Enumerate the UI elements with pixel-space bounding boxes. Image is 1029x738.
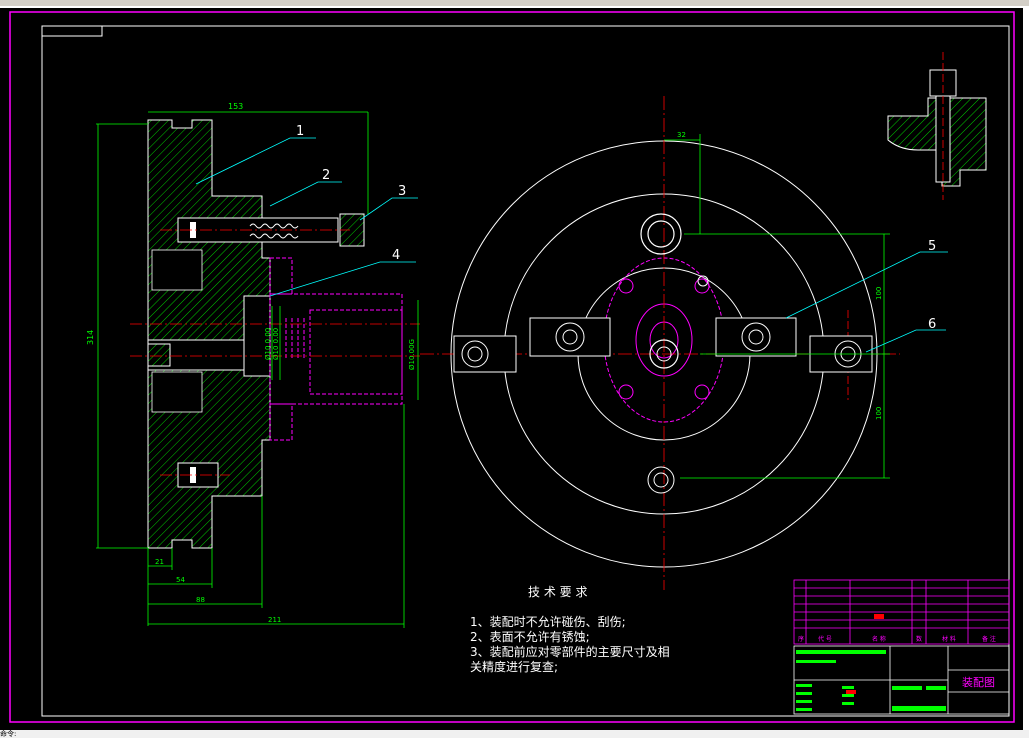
spindle-head [147, 343, 171, 367]
top-hole-inner [647, 220, 675, 248]
bolt-head-marker-lower [190, 467, 196, 483]
plan-view: 32 100 100 5 6 [420, 96, 948, 590]
title-block-fills [796, 650, 946, 711]
dim-21: 21 [155, 558, 164, 566]
bore-upper [151, 249, 203, 291]
dim-phi-b: Ø10 0.00 [272, 328, 280, 360]
bottom-hole-inner [653, 472, 669, 488]
window-toolbar [0, 0, 1029, 6]
tech-req-item-2: 2、表面不允许有锈蚀; [470, 629, 590, 644]
dim-32: 32 [677, 131, 686, 139]
tech-requirements: 技 术 要 求 1、装配时不允许碰伤、刮伤; 2、表面不允许有锈蚀; 3、装配前… [470, 585, 670, 674]
tech-req-title: 技 术 要 求 [528, 585, 587, 599]
header-note: 备 注 [982, 635, 996, 643]
header-seq: 序 [798, 635, 804, 643]
bolt-head-marker [190, 222, 196, 238]
tech-req-item-3: 3、装配前应对零部件的主要尺寸及相 [470, 644, 670, 659]
dim-211: 211 [268, 616, 281, 624]
header-material: 材 料 [942, 635, 956, 643]
status-text: 命令: [0, 730, 17, 738]
cad-viewport[interactable]: 153 314 21 54 88 211 Ø10 0.00 Ø10 0.00 Ø… [0, 6, 1029, 730]
tech-req-item-1: 1、装配时不允许碰伤、刮伤; [470, 614, 626, 629]
spring [249, 223, 299, 239]
balloon-1[interactable]: 1 [296, 124, 304, 139]
detail-view [887, 52, 987, 200]
top-hole-outer [640, 213, 682, 255]
status-bar: 命令: [0, 730, 1029, 738]
clamp-block [243, 295, 271, 377]
header-qty: 数 [916, 635, 922, 643]
dim-100-bottom: 100 [875, 407, 883, 420]
bottom-hole-outer [647, 466, 675, 494]
sheet-outer-border [9, 11, 1015, 723]
bore-lower [151, 371, 203, 413]
leaders-left [195, 137, 418, 297]
workpiece-hidden [269, 257, 403, 441]
sheet-corner-tab [41, 25, 103, 37]
dim-88: 88 [196, 596, 205, 604]
dimension-lines [96, 111, 419, 628]
parts-list-marker [874, 614, 884, 619]
balloon-2[interactable]: 2 [322, 168, 330, 183]
dim-100-top: 100 [875, 287, 883, 300]
balloon-6[interactable]: 6 [928, 317, 936, 332]
dim-phi-c: Ø10.00G [408, 339, 416, 370]
dim-phi-a: Ø10 0.00 [264, 328, 272, 360]
balloon-4[interactable]: 4 [392, 248, 400, 263]
parts-list [793, 579, 1010, 645]
drawing-name: 装配图 [962, 676, 995, 689]
dim-overall-height: 314 [86, 330, 95, 345]
plan-dimensions [664, 134, 890, 479]
dim-overall-width: 153 [228, 102, 243, 111]
header-name: 名 称 [872, 635, 886, 643]
title-block-marker [846, 690, 856, 694]
sheet-inner-border [41, 25, 1010, 717]
title-grid [793, 645, 1010, 715]
leaders-right [785, 251, 948, 353]
title-block: 序 代 号 名 称 数 材 料 备 注 [793, 579, 1010, 715]
center-nut-bore [656, 346, 672, 362]
center-nut [649, 339, 679, 369]
tech-req-item-4: 关精度进行复查; [470, 659, 558, 674]
dim-54: 54 [176, 576, 185, 584]
small-pin [697, 275, 709, 287]
balloon-5[interactable]: 5 [928, 239, 936, 254]
drawing-canvas[interactable]: 153 314 21 54 88 211 Ø10 0.00 Ø10 0.00 Ø… [0, 6, 1029, 730]
balloon-3[interactable]: 3 [398, 184, 406, 199]
header-code: 代 号 [818, 635, 832, 643]
section-view: 153 314 21 54 88 211 Ø10 0.00 Ø10 0.00 Ø… [86, 102, 420, 628]
